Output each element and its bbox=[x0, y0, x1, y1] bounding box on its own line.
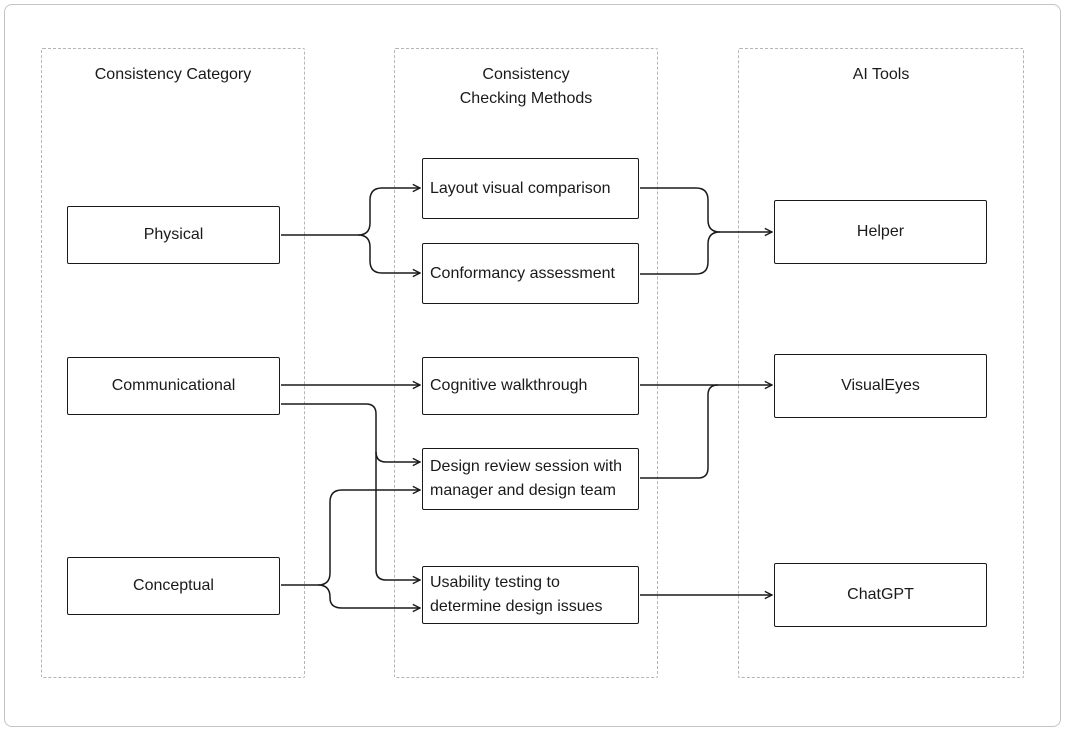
node-design-review-line1: Design review session with bbox=[430, 458, 623, 475]
node-usability-line2: determine design issues bbox=[430, 598, 603, 615]
column-header-tools: AI Tools bbox=[738, 63, 1024, 87]
column-header-methods-line1: Consistency bbox=[482, 66, 570, 83]
node-design-review-label: Design review session with manager and d… bbox=[430, 455, 622, 503]
column-header-category-text: Consistency Category bbox=[94, 66, 252, 83]
node-usability-testing: Usability testing to determine design is… bbox=[422, 566, 639, 624]
node-visualeyes: VisualEyes bbox=[774, 354, 987, 418]
node-chatgpt-label: ChatGPT bbox=[847, 586, 914, 603]
column-ai-tools bbox=[738, 48, 1024, 678]
column-consistency-checking-methods bbox=[394, 48, 658, 678]
node-visualeyes-label: VisualEyes bbox=[841, 377, 920, 394]
node-conformancy-assessment: Conformancy assessment bbox=[422, 243, 639, 304]
node-layout-visual-comparison: Layout visual comparison bbox=[422, 158, 639, 219]
column-header-tools-text: AI Tools bbox=[852, 66, 910, 83]
node-communicational: Communicational bbox=[67, 357, 280, 415]
node-layout-label: Layout visual comparison bbox=[430, 179, 611, 197]
column-header-category: Consistency Category bbox=[41, 63, 305, 87]
node-usability-line1: Usability testing to bbox=[430, 574, 560, 591]
node-chatgpt: ChatGPT bbox=[774, 563, 987, 627]
node-helper-label: Helper bbox=[856, 223, 905, 240]
node-conformancy-label: Conformancy assessment bbox=[430, 264, 615, 282]
column-header-methods-line2: Checking Methods bbox=[459, 90, 593, 107]
node-cognitive-walkthrough: Cognitive walkthrough bbox=[422, 357, 639, 415]
column-consistency-category bbox=[41, 48, 305, 678]
node-communicational-label: Communicational bbox=[111, 377, 236, 394]
node-usability-label: Usability testing to determine design is… bbox=[430, 571, 603, 619]
node-physical-label: Physical bbox=[143, 226, 204, 243]
node-conceptual: Conceptual bbox=[67, 557, 280, 615]
node-design-review-session: Design review session with manager and d… bbox=[422, 448, 639, 510]
node-helper: Helper bbox=[774, 200, 987, 264]
column-header-methods: Consistency Checking Methods bbox=[394, 63, 658, 111]
node-physical: Physical bbox=[67, 206, 280, 264]
node-conceptual-label: Conceptual bbox=[133, 577, 214, 594]
node-cognitive-label: Cognitive walkthrough bbox=[430, 377, 588, 394]
outer-frame bbox=[4, 4, 1061, 727]
node-design-review-line2: manager and design team bbox=[430, 482, 616, 499]
